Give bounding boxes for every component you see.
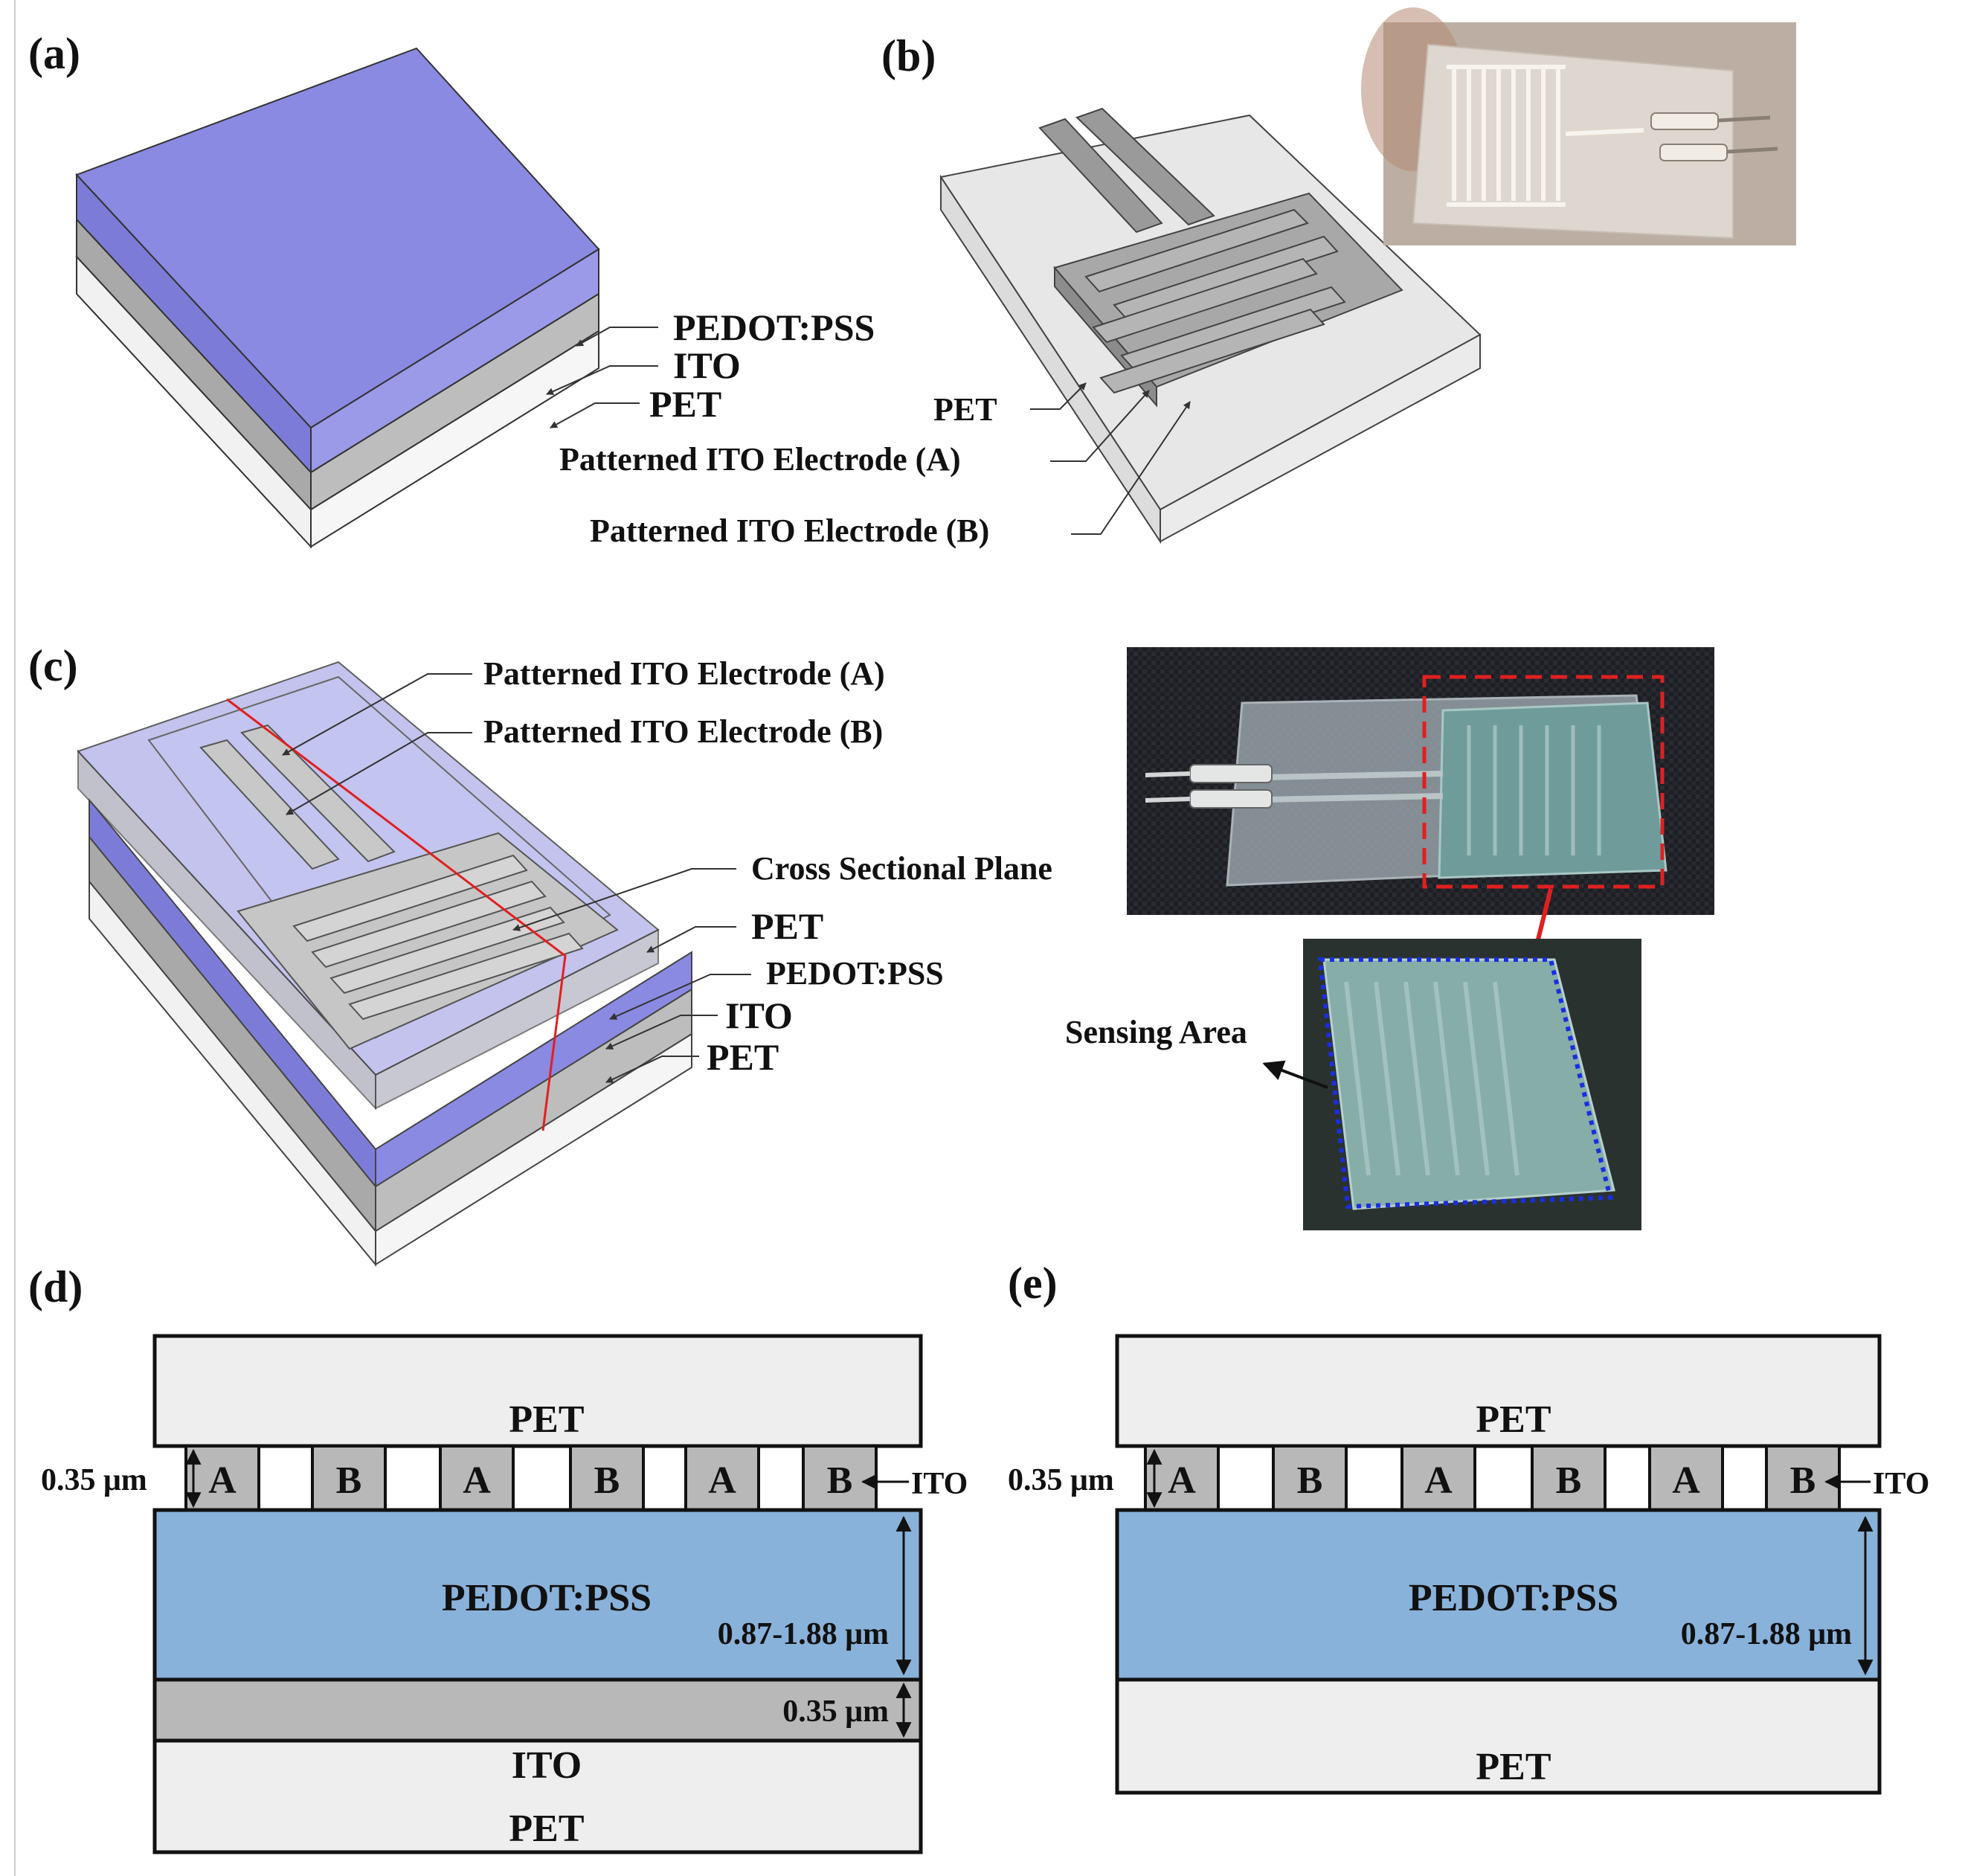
e-ito-pointer-label: ITO — [1873, 1467, 1929, 1501]
e-electrode-1-label: A — [1168, 1459, 1196, 1502]
cross-section-line — [226, 698, 567, 1131]
c-callout-pet-top: PET — [751, 905, 823, 947]
c-callout-line-b — [286, 732, 472, 815]
sensor-photo-c — [1127, 647, 1714, 915]
e-electrode-4-label: B — [1556, 1459, 1582, 1502]
e-electrode-5-label: A — [1672, 1459, 1700, 1502]
e-bottom-pet — [1115, 1677, 1882, 1795]
d-electrode-2-label: B — [336, 1459, 362, 1502]
panel-c: (c) Patterned ITO Electrode — [28, 641, 1714, 1267]
d-top-pet — [152, 1334, 923, 1448]
c-callout-line-a — [282, 673, 472, 756]
callout-line-electrode-a — [1050, 390, 1150, 462]
sensing-area-arrow — [1262, 1060, 1328, 1089]
e-electrode-6-label: B — [1790, 1459, 1816, 1502]
d-pedot-label: PEDOT:PSS — [442, 1577, 652, 1619]
pedot-layer-front-face — [310, 248, 599, 474]
lead-a — [1038, 118, 1163, 234]
pet-substrate-front — [1160, 333, 1481, 543]
callout-electrode-a-b: Patterned ITO Electrode (A) — [559, 441, 961, 478]
callout-line-pet — [550, 402, 640, 428]
e-electrode-4 — [1531, 1445, 1607, 1512]
c-electrode-fingers — [292, 854, 584, 1021]
c-callout-line-pet-bottom — [605, 1056, 699, 1083]
e-electrode-2 — [1272, 1445, 1348, 1512]
d-bottom-pet — [152, 1738, 923, 1854]
electrode-fingers — [1084, 208, 1346, 394]
d-electrode-3-label: A — [463, 1459, 491, 1502]
zoom-region-outline — [1422, 675, 1665, 889]
d-bottom-pet-label: PET — [509, 1808, 584, 1850]
d-electrode-row — [184, 1445, 878, 1512]
panel-d: (d) PET A B A B A B 0.35 μm ITO PEDOT:PS… — [28, 1262, 968, 1854]
c-callout-line-ito — [605, 1015, 718, 1050]
d-top-pet-label: PET — [509, 1398, 584, 1441]
d-electrode-6-label: B — [827, 1459, 853, 1502]
panel-e-label: (e) — [1008, 1259, 1058, 1308]
e-electrode-3 — [1400, 1445, 1476, 1512]
d-electrode-5-label: A — [708, 1459, 736, 1502]
d-electrode-4-label: B — [594, 1459, 620, 1502]
d-lower-ito-thickness: 0.35 μm — [782, 1694, 889, 1729]
d-lower-ito-label: ITO — [512, 1744, 582, 1787]
panel-b: (b) PET Patterned ITO Electrode (A) Patt… — [559, 7, 1796, 549]
sensing-area-label: Sensing Area — [1065, 1014, 1247, 1050]
c-callout-ito: ITO — [725, 995, 793, 1036]
panel-c-label: (c) — [28, 641, 78, 690]
sensor-photo-b — [1361, 7, 1796, 245]
callout-electrode-b-b: Patterned ITO Electrode (B) — [590, 513, 989, 549]
e-top-pet-label: PET — [1476, 1398, 1551, 1441]
callout-line-pedot — [576, 327, 658, 347]
c-callout-electrode-b: Patterned ITO Electrode (B) — [483, 713, 883, 750]
lead-b — [1075, 107, 1215, 226]
c-callout-line-pedot — [609, 974, 751, 1020]
c-callout-line-plane — [512, 868, 736, 931]
c-lead-a — [199, 739, 340, 870]
sensing-area-outline — [1317, 957, 1613, 1210]
c-callout-electrode-a: Patterned ITO Electrode (A) — [483, 655, 885, 692]
panel-a-label: (a) — [28, 29, 80, 78]
callout-pedot: PEDOT:PSS — [673, 306, 875, 348]
d-electrode-1-label: A — [208, 1459, 237, 1502]
e-pedot-thickness: 0.87-1.88 μm — [1681, 1617, 1852, 1651]
e-pedot-label: PEDOT:PSS — [1409, 1577, 1618, 1619]
d-lower-ito — [152, 1677, 923, 1743]
callout-ito: ITO — [673, 344, 741, 386]
d-pedot-layer — [152, 1508, 923, 1682]
d-pedot-thickness: 0.87-1.88 μm — [718, 1617, 889, 1651]
c-lead-b — [240, 724, 396, 863]
e-bottom-pet-label: PET — [1476, 1746, 1551, 1788]
e-electrode-row — [1144, 1445, 1841, 1512]
e-electrode-5 — [1648, 1445, 1724, 1512]
c-callout-plane: Cross Sectional Plane — [751, 850, 1052, 887]
panel-b-label: (b) — [881, 31, 936, 80]
c-callout-pedot: PEDOT:PSS — [766, 955, 944, 992]
c-top-pet-front — [375, 928, 659, 1110]
d-ito-pointer-label: ITO — [911, 1467, 968, 1501]
panel-e: (e) PET A B A B A B 0.35 μm ITO PEDOT:PS… — [1008, 1259, 1929, 1795]
callout-line-pet-b — [1030, 382, 1087, 410]
callout-pet-b: PET — [933, 391, 997, 428]
callout-line-ito — [546, 365, 658, 395]
panel-a: (a) PEDOT:PSS ITO PET — [28, 29, 875, 549]
e-ito-thickness: 0.35 μm — [1008, 1463, 1114, 1497]
callout-line-electrode-b — [1071, 401, 1191, 535]
c-callout-pet-bottom: PET — [707, 1036, 779, 1078]
e-top-pet — [1115, 1334, 1882, 1448]
d-ito-thickness: 0.35 μm — [41, 1463, 147, 1497]
e-electrode-3-label: A — [1424, 1459, 1453, 1502]
sensor-photo-zoom — [1303, 939, 1641, 1230]
panel-d-label: (d) — [28, 1262, 83, 1311]
e-electrode-2-label: B — [1297, 1459, 1323, 1502]
callout-pet: PET — [649, 383, 721, 425]
c-callout-line-pet-top — [646, 926, 736, 953]
c-pedot-front — [375, 951, 692, 1188]
e-pedot-layer — [1115, 1508, 1882, 1682]
